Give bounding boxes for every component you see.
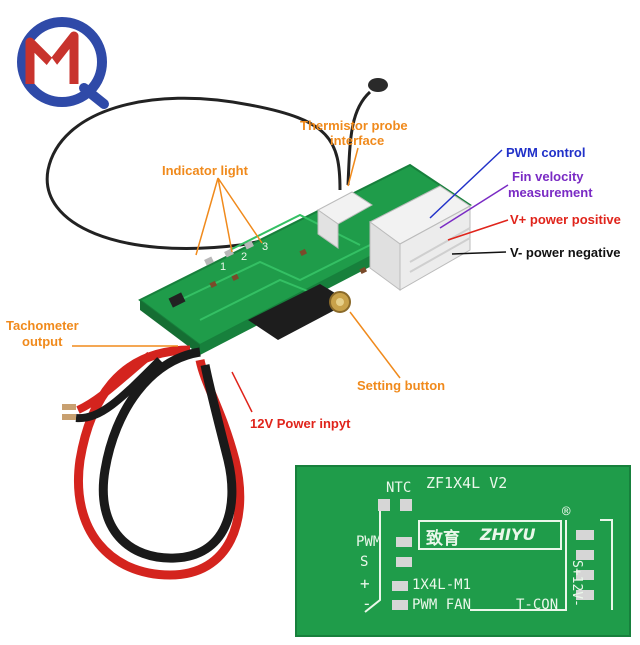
silk-part: 1X4L-M1 bbox=[412, 577, 472, 593]
mq-logo bbox=[17, 17, 109, 109]
label-output: output bbox=[22, 334, 63, 349]
label-tachometer: Tachometer bbox=[6, 318, 79, 333]
back-pcb bbox=[295, 465, 631, 637]
main-pcb bbox=[138, 163, 472, 355]
silk-model: ZF1X4L V2 bbox=[426, 474, 508, 492]
silk-s: S bbox=[360, 554, 369, 570]
label-measurement: measurement bbox=[508, 185, 593, 200]
label-indicator-light: Indicator light bbox=[162, 163, 248, 178]
label-v-minus: V- power negative bbox=[510, 245, 621, 260]
led-number-1: 1 bbox=[220, 261, 227, 273]
zhiyu-logo-box: 致育 ZHIYU bbox=[418, 520, 562, 550]
silk-registered: ® bbox=[562, 504, 571, 520]
annotation-lines bbox=[72, 147, 509, 413]
thermistor-bead bbox=[368, 78, 388, 92]
led-number-3: 3 bbox=[262, 241, 269, 253]
label-pwm-control: PWM control bbox=[506, 145, 586, 160]
label-interface: interface bbox=[330, 133, 385, 148]
silk-t-con: T-CON bbox=[516, 597, 559, 613]
silk-minus: - bbox=[362, 594, 372, 613]
label-setting-button: Setting button bbox=[357, 378, 446, 393]
silk-brand-cn: 致育 bbox=[426, 529, 460, 549]
power-wires bbox=[62, 345, 245, 580]
silk-pwm-fan: PWM FAN bbox=[412, 597, 472, 613]
label-fin-velocity: Fin velocity bbox=[512, 169, 584, 184]
led-number-2: 2 bbox=[241, 251, 248, 263]
label-thermistor-probe: Thermistor probe bbox=[300, 118, 408, 133]
label-v-plus: V+ power positive bbox=[510, 212, 621, 227]
ic-chip bbox=[248, 284, 350, 340]
silk-ntc: NTC bbox=[386, 480, 412, 496]
silk-plus: + bbox=[360, 574, 370, 593]
silk-pwm: PWM bbox=[356, 534, 382, 550]
silk-brand: ZHIYU bbox=[480, 525, 536, 544]
silk-right-label: S+12V- bbox=[569, 560, 584, 607]
label-power-input: 12V Power inpyt bbox=[250, 416, 351, 431]
